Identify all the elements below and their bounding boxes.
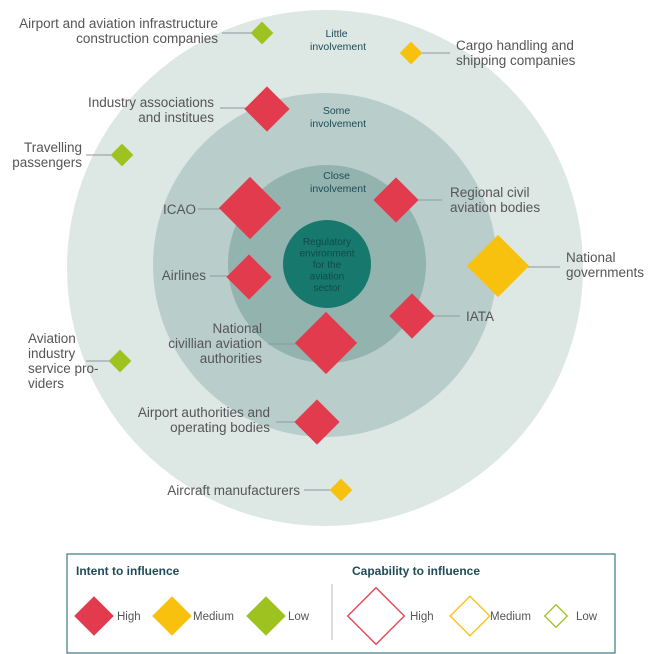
national-civil-aviation-label-line-2: civillian aviation xyxy=(168,336,262,351)
ring-label-some: Some involvement xyxy=(310,105,366,130)
legend-intent-low-swatch xyxy=(246,596,286,636)
ring-label-some-line-2: involvement xyxy=(310,118,366,130)
core-label-line-4: aviation xyxy=(310,272,344,283)
ring-label-little-line-1: Little xyxy=(325,28,347,40)
icao-label: ICAO xyxy=(163,202,196,217)
regional-civil-aviation-label-line-2: aviation bodies xyxy=(450,200,540,215)
regulatory-core xyxy=(283,220,371,308)
involvement-rings xyxy=(67,10,583,526)
legend-box xyxy=(66,553,616,654)
national-civil-aviation-label-line-1: National xyxy=(212,321,262,336)
travelling-passengers-label-line-2: passengers xyxy=(12,155,82,170)
cargo-handling-label-line-2: shipping companies xyxy=(456,53,576,68)
aircraft-manufacturers-label: Aircraft manufacturers xyxy=(167,483,300,498)
legend-capability-high-swatch xyxy=(346,586,406,646)
airport-infrastructure-label-line-1: Airport and aviation infrastructure xyxy=(19,16,218,31)
aviation-service-providers-label-line-2: industry xyxy=(28,346,76,361)
legend-intent-low-label: Low xyxy=(288,611,310,623)
airport-authorities-label-line-1: Airport authorities and xyxy=(138,405,270,420)
leader-lines xyxy=(86,32,560,491)
iata-label: IATA xyxy=(466,309,494,324)
legend-capability-title: Capability to influence xyxy=(352,564,480,578)
national-governments-marker xyxy=(466,234,530,298)
airlines-label: Airlines xyxy=(162,268,207,283)
iata-label-line-1: IATA xyxy=(466,309,494,324)
legend-intent-title: Intent to influence xyxy=(76,564,180,578)
national-governments-label-line-2: governments xyxy=(566,265,644,280)
aviation-service-providers-label-line-4: viders xyxy=(28,376,64,391)
legend-capability-low-label: Low xyxy=(576,611,598,623)
airport-authorities-label-line-2: operating bodies xyxy=(170,420,270,435)
ring-label-close: Close involvement xyxy=(310,170,366,195)
industry-associations-label-line-2: and institues xyxy=(138,110,214,125)
national-governments-label-line-1: National xyxy=(566,250,616,265)
legend-intent-high-swatch xyxy=(74,596,114,636)
ring-label-little-line-2: involvement xyxy=(310,41,366,53)
regional-civil-aviation-label-line-1: Regional civil xyxy=(450,185,530,200)
legend: Intent to influence Capability to influe… xyxy=(66,553,616,654)
ring-label-little: Little involvement xyxy=(310,28,366,53)
airlines-label-line-1: Airlines xyxy=(162,268,207,283)
core-label-line-1: Regulatory xyxy=(303,237,351,248)
legend-capability-high-label: High xyxy=(410,611,434,623)
travelling-passengers-label-line-1: Travelling xyxy=(24,140,82,155)
core-label-line-3: for the xyxy=(313,260,342,271)
industry-associations-label-line-1: Industry associations xyxy=(88,95,214,110)
legend-capability-medium-label: Medium xyxy=(490,611,531,623)
core-label-line-5: sector xyxy=(313,283,341,294)
ring-label-some-line-1: Some xyxy=(323,105,351,117)
ring-label-close-line-2: involvement xyxy=(310,183,366,195)
national-civil-aviation-label-line-3: authorities xyxy=(200,351,263,366)
cargo-handling-label-line-1: Cargo handling and xyxy=(456,38,574,53)
legend-intent-medium-label: Medium xyxy=(193,611,234,623)
national-civil-aviation-marker xyxy=(294,311,358,375)
aviation-service-providers-label-line-3: service pro- xyxy=(28,361,99,376)
core-label-line-2: environment xyxy=(299,249,354,260)
aviation-service-providers-label-line-1: Aviation xyxy=(28,331,76,346)
airport-infrastructure-label-line-2: construction companies xyxy=(76,31,218,46)
ring-label-close-line-1: Close xyxy=(323,170,350,182)
aircraft-manufacturers-label-line-1: Aircraft manufacturers xyxy=(167,483,300,498)
legend-intent-high-label: High xyxy=(117,611,141,623)
legend-capability-low-swatch xyxy=(543,603,569,629)
legend-capability-medium-swatch xyxy=(449,595,491,637)
icao-label-line-1: ICAO xyxy=(163,202,196,217)
legend-intent-medium-swatch xyxy=(152,596,192,636)
